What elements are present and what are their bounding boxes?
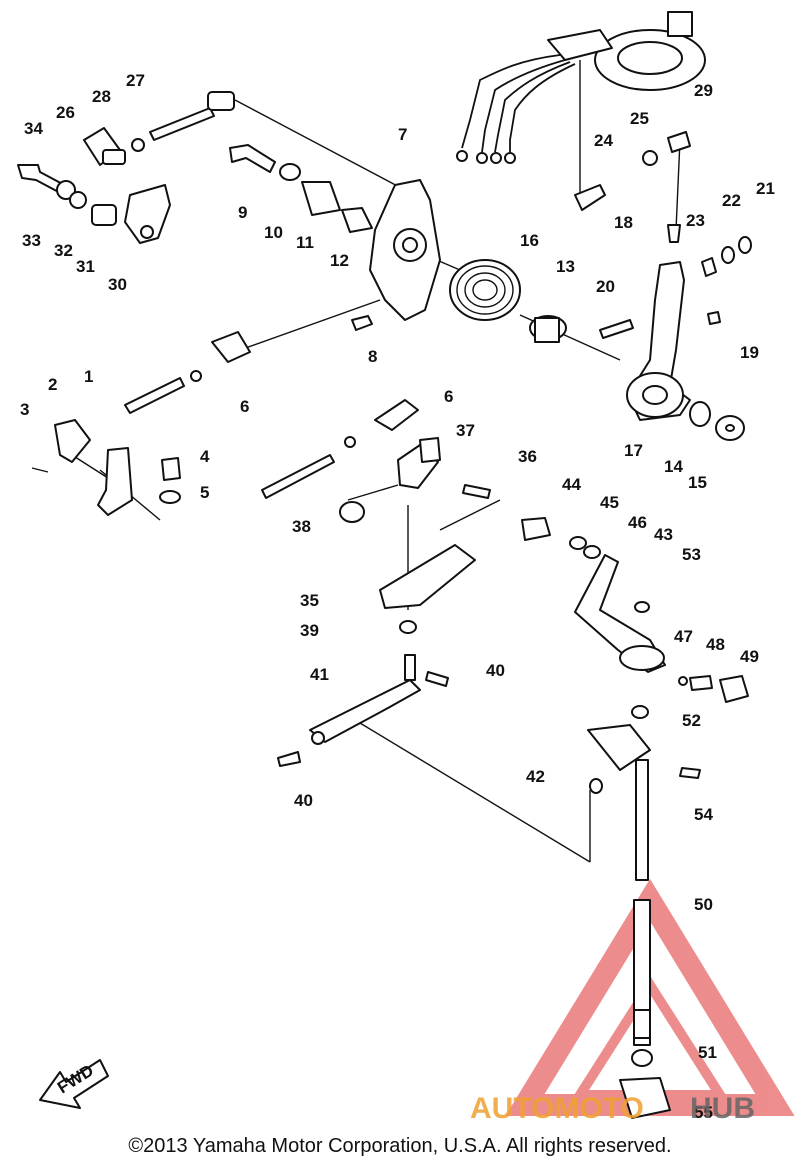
label-16: 16 xyxy=(520,231,539,250)
watermark-text: AUTOMOTO HUB xyxy=(470,1092,755,1125)
spring-16 xyxy=(449,259,521,321)
label-12: 12 xyxy=(330,251,349,270)
label-34: 34 xyxy=(24,119,43,138)
label-22: 22 xyxy=(722,191,741,210)
label-27: 27 xyxy=(126,71,145,90)
bracket-7-group xyxy=(229,144,441,331)
label-5: 5 xyxy=(200,483,209,502)
bracket-1-group xyxy=(31,331,251,516)
throttle-link-group xyxy=(17,91,235,244)
label-50: 50 xyxy=(694,895,713,914)
watermark-suffix: HUB xyxy=(690,1092,755,1125)
label-18: 18 xyxy=(614,213,633,232)
label-4: 4 xyxy=(200,447,210,466)
label-40a: 40 xyxy=(486,661,505,680)
label-39: 39 xyxy=(300,621,319,640)
label-8: 8 xyxy=(368,347,377,366)
fwd-arrow-icon: FWD xyxy=(39,1059,109,1109)
label-15: 15 xyxy=(688,473,707,492)
arm-17-group xyxy=(574,131,752,441)
label-49: 49 xyxy=(740,647,759,666)
label-32: 32 xyxy=(54,241,73,260)
label-55: 55 xyxy=(694,1103,713,1122)
label-52: 52 xyxy=(682,711,701,730)
label-9: 9 xyxy=(238,203,247,222)
pulser-coil-assembly xyxy=(456,11,706,164)
label-10: 10 xyxy=(264,223,283,242)
label-41: 41 xyxy=(310,665,329,684)
label-36: 36 xyxy=(518,447,537,466)
label-38: 38 xyxy=(292,517,311,536)
label-35: 35 xyxy=(300,591,319,610)
label-47: 47 xyxy=(674,627,693,646)
label-46: 46 xyxy=(628,513,647,532)
label-44: 44 xyxy=(562,475,581,494)
label-24: 24 xyxy=(594,131,613,150)
bushing-13 xyxy=(529,315,567,343)
label-6a: 6 xyxy=(240,397,249,416)
label-31: 31 xyxy=(76,257,95,276)
label-26: 26 xyxy=(56,103,75,122)
label-23: 23 xyxy=(686,211,705,230)
lever-41-group xyxy=(277,654,603,794)
label-21: 21 xyxy=(756,179,775,198)
label-51: 51 xyxy=(698,1043,717,1062)
label-13: 13 xyxy=(556,257,575,276)
label-48: 48 xyxy=(706,635,725,654)
label-20: 20 xyxy=(596,277,615,296)
label-33: 33 xyxy=(22,231,41,250)
label-30: 30 xyxy=(108,275,127,294)
label-40b: 40 xyxy=(294,791,313,810)
label-2: 2 xyxy=(48,375,57,394)
label-28: 28 xyxy=(92,87,111,106)
leader-lines xyxy=(71,60,681,863)
label-11: 11 xyxy=(296,233,314,252)
label-29: 29 xyxy=(694,81,713,100)
label-19: 19 xyxy=(740,343,759,362)
label-1: 1 xyxy=(84,367,93,386)
link-35-group xyxy=(261,399,491,634)
shift-lever-group xyxy=(521,517,749,1119)
label-53: 53 xyxy=(682,545,701,564)
label-3: 3 xyxy=(20,400,29,419)
label-25: 25 xyxy=(630,109,649,128)
label-42: 42 xyxy=(526,767,545,786)
callout-labels: 1 2 3 4 5 6 6 7 8 9 10 11 12 13 14 15 16… xyxy=(20,71,775,1122)
label-54: 54 xyxy=(694,805,713,824)
label-43: 43 xyxy=(654,525,673,544)
label-14: 14 xyxy=(664,457,683,476)
label-6b: 6 xyxy=(444,387,453,406)
label-37: 37 xyxy=(456,421,475,440)
watermark-prefix: AUTOMOTO xyxy=(470,1092,644,1125)
label-17: 17 xyxy=(624,441,643,460)
label-7: 7 xyxy=(398,125,407,144)
label-45: 45 xyxy=(600,493,619,512)
copyright-notice: ©2013 Yamaha Motor Corporation, U.S.A. A… xyxy=(128,1135,672,1157)
